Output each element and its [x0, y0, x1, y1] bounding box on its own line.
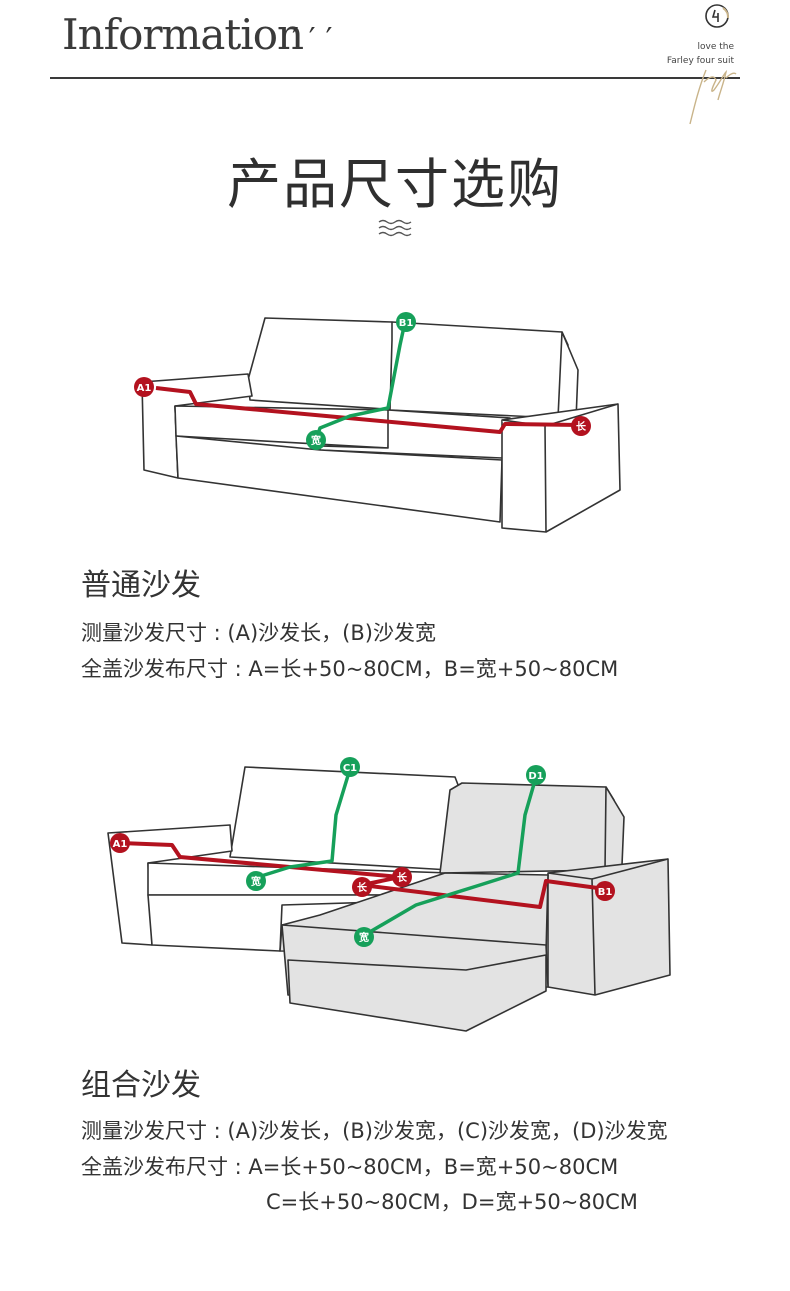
label-length: 长: [576, 420, 587, 433]
label-length-1: 长: [397, 871, 408, 884]
brand-logo-icon: [705, 4, 730, 28]
label-d1: D1: [528, 771, 543, 782]
label-b1: B1: [399, 318, 414, 329]
regular-sofa-heading: 普通沙发: [81, 568, 201, 603]
label-b1: B1: [598, 887, 613, 898]
regular-sofa-measure: 测量沙发尺寸 : (A)沙发长，(B)沙发宽: [81, 621, 436, 645]
label-width-2: 宽: [358, 931, 369, 944]
brand-tagline-2: Farley four suit: [666, 56, 734, 66]
label-a1: A1: [137, 383, 152, 394]
label-width-1: 宽: [250, 875, 261, 888]
section-title: 产品尺寸选购: [227, 153, 563, 216]
combo-sofa-measure: 测量沙发尺寸 : (A)沙发长，(B)沙发宽，(C)沙发宽，(D)沙发宽: [81, 1119, 668, 1143]
brand-tagline-1: love the: [697, 42, 734, 52]
brand-signature-icon: [689, 69, 737, 125]
label-width: 宽: [310, 434, 321, 447]
wave-divider-icon: [378, 219, 412, 237]
regular-sofa-cover: 全盖沙发布尺寸 : A=长+50~80CM，B=宽+50~80CM: [81, 657, 619, 681]
combination-sofa-diagram: A1 C1 D1 长 长 B1 宽 宽: [107, 757, 671, 1032]
combo-sofa-heading: 组合沙发: [81, 1068, 201, 1103]
combo-sofa-cover-1: 全盖沙发布尺寸 : A=长+50~80CM，B=宽+50~80CM: [81, 1155, 619, 1179]
regular-sofa-diagram: A1 B1 长 宽: [134, 312, 621, 533]
label-a1: A1: [113, 839, 128, 850]
label-length-2: 长: [357, 881, 368, 894]
page-title: Information: [62, 10, 304, 59]
title-ticks: ′′′: [292, 22, 343, 57]
combo-sofa-cover-2: C=长+50~80CM，D=宽+50~80CM: [266, 1190, 638, 1214]
header: Information ′′′ love the Farley four sui…: [0, 0, 790, 130]
header-divider: [50, 77, 740, 79]
label-c1: C1: [343, 763, 357, 774]
